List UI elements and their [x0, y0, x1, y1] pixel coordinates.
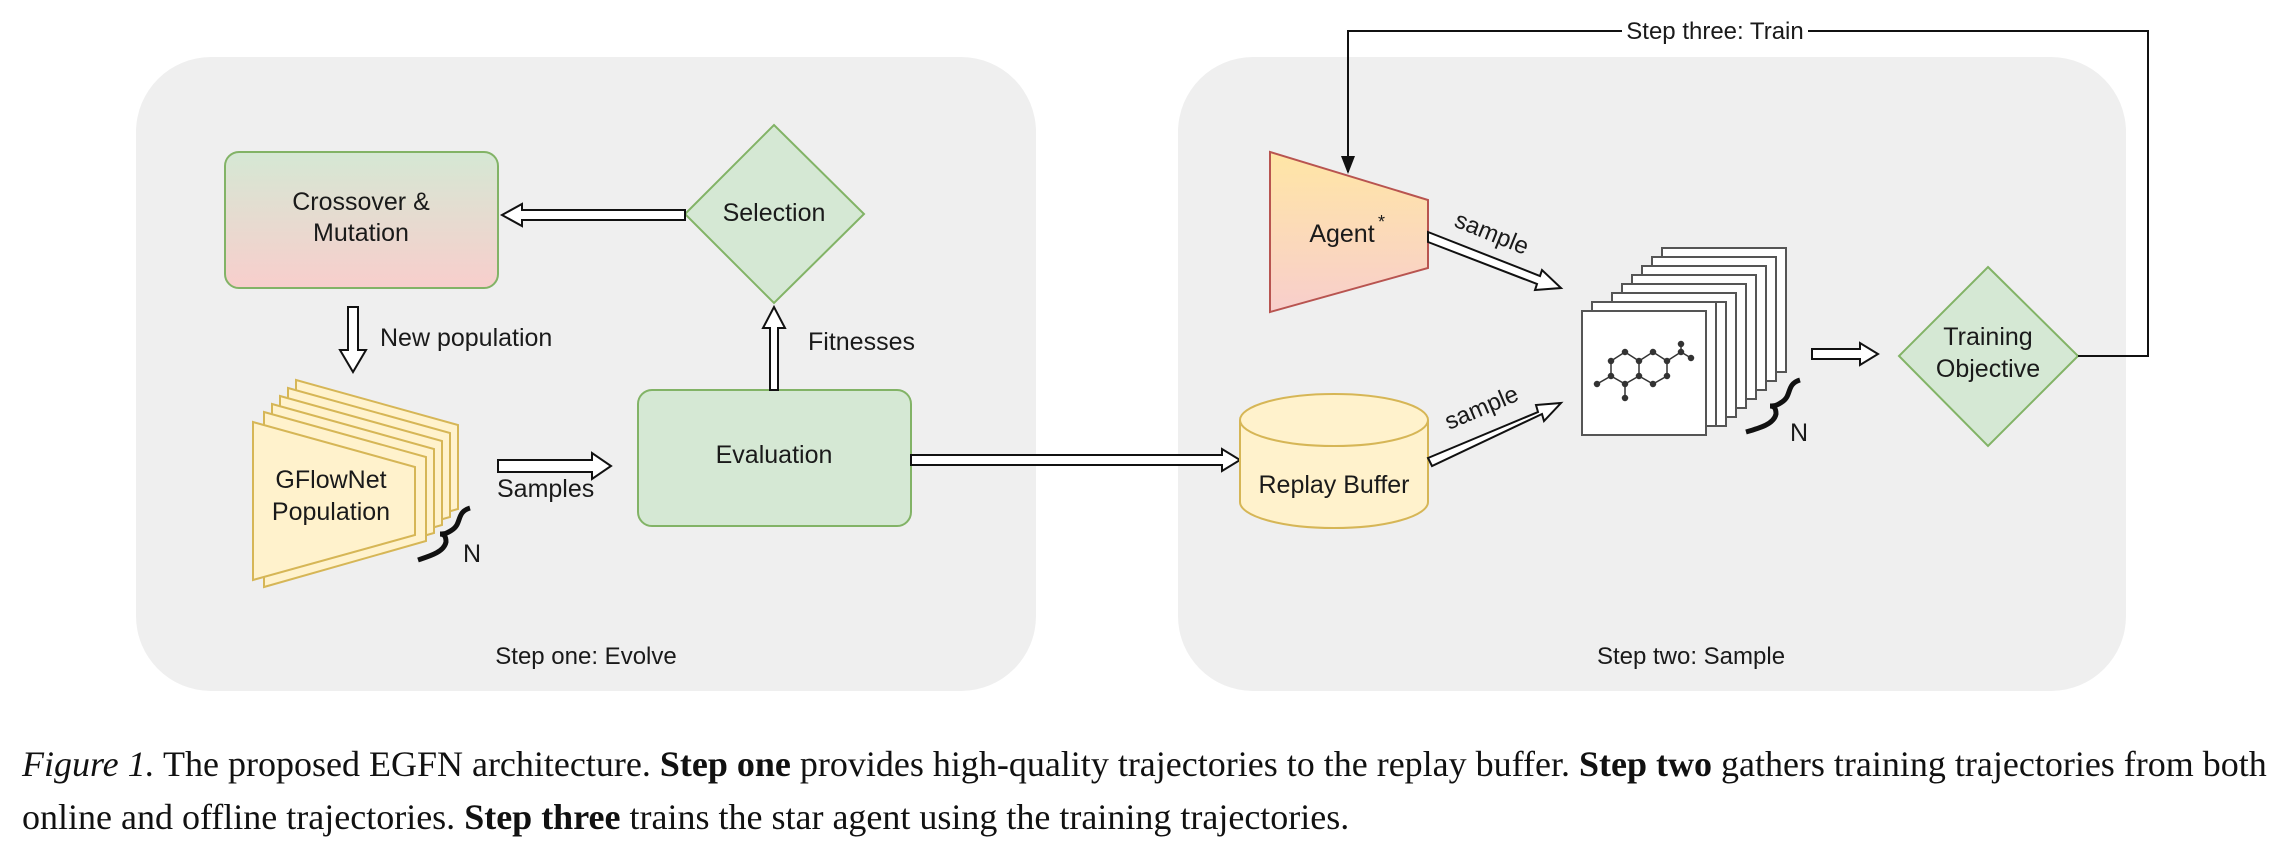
caption-part2: provides high-quality trajectories to th…	[790, 744, 1579, 784]
replay-buffer-label: Replay Buffer	[1258, 471, 1409, 499]
arrow-samples	[497, 451, 613, 481]
arrow-step-three-train	[1341, 30, 2149, 357]
trajectory-stack	[1581, 247, 1787, 436]
arrow-evaluation-to-buffer	[910, 447, 1242, 473]
trajectory-front-card	[1581, 310, 1707, 436]
selection-node	[683, 123, 866, 305]
samples-label: Samples	[497, 475, 594, 503]
population-brace	[417, 505, 471, 563]
train-label: Step three: Train	[1626, 18, 1803, 45]
new-population-label: New population	[380, 324, 552, 352]
arrow-agent-sample	[1427, 230, 1564, 292]
gflownet-label-line2: Population	[272, 498, 390, 526]
caption-step-two: Step two	[1578, 744, 1712, 784]
trajectories-n-label: N	[1790, 419, 1808, 447]
caption-step-one: Step one	[659, 744, 791, 784]
caption-part4: trains the star agent using the training…	[620, 797, 1350, 837]
selection-label: Selection	[723, 199, 826, 227]
training-objective-node	[1897, 265, 2080, 448]
arrow-to-training	[1811, 341, 1880, 367]
caption-part1: The proposed EGFN architecture.	[154, 744, 660, 784]
molecule-icon	[1593, 340, 1695, 402]
fitnesses-label: Fitnesses	[808, 328, 915, 356]
gflownet-population-node	[252, 420, 416, 582]
agent-label: Agent	[1309, 220, 1374, 248]
arrow-selection-to-crossover	[499, 202, 686, 228]
agent-superscript: *	[1378, 212, 1385, 232]
arrow-fitnesses	[761, 304, 787, 391]
evaluation-label: Evaluation	[716, 441, 833, 469]
caption-figure-label: Figure 1.	[22, 744, 155, 784]
figure-caption: Figure 1. The proposed EGFN architecture…	[22, 738, 2282, 844]
crossover-mutation-node	[224, 151, 499, 289]
train-label-bg	[1622, 16, 1808, 46]
training-label-line1: Training	[1943, 323, 2032, 351]
gflownet-population-stack	[252, 378, 459, 589]
population-n-label: N	[463, 540, 481, 568]
trajectories-brace	[1745, 377, 1801, 435]
gflownet-label-line1: GFlowNet	[275, 466, 386, 494]
arrow-new-population	[338, 306, 368, 374]
arrow-buffer-sample	[1426, 401, 1564, 468]
agent-node	[1269, 150, 1429, 314]
crossover-label-line2: Mutation	[313, 219, 409, 247]
crossover-label-line1: Crossover &	[292, 188, 430, 216]
replay-buffer-node	[1239, 393, 1429, 529]
caption-step-three: Step three	[464, 797, 621, 837]
panel-sample-label: Step two: Sample	[1597, 643, 1785, 670]
panel-evolve-label: Step one: Evolve	[495, 643, 676, 670]
caption-part3: gathers training trajectories from both …	[22, 744, 2267, 837]
training-label-line2: Objective	[1936, 355, 2040, 383]
